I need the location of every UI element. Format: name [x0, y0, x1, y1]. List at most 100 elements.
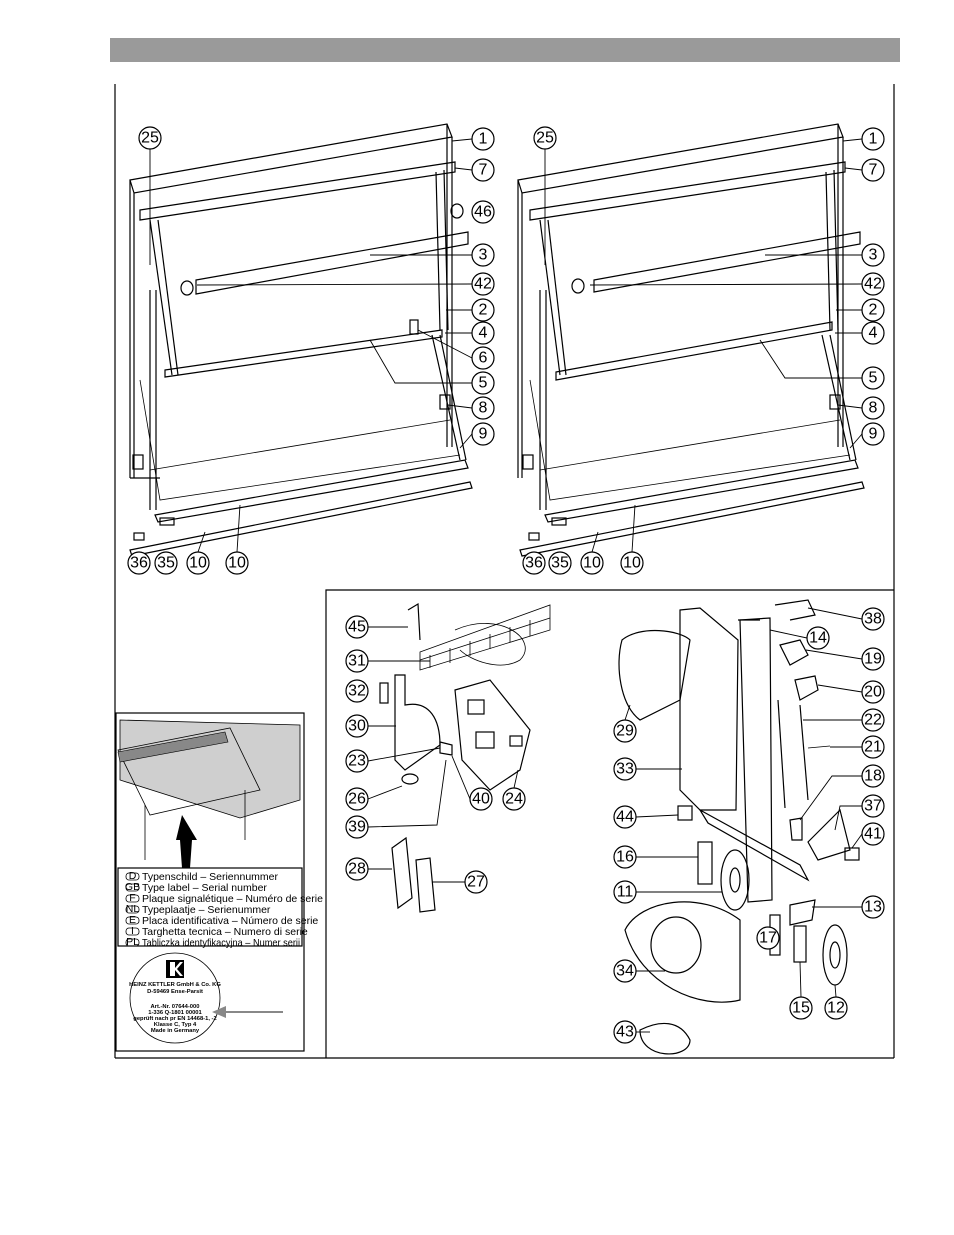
svg-text:3: 3: [479, 247, 488, 264]
svg-text:44: 44: [616, 809, 634, 826]
svg-text:22: 22: [864, 712, 882, 729]
callout-30: 30: [345, 714, 369, 738]
left-callout-10a: 10: [186, 551, 210, 575]
svg-text:17: 17: [759, 930, 777, 947]
svg-text:Klasse C, Typ 4: Klasse C, Typ 4: [154, 1022, 197, 1028]
right-callout-25: 25: [533, 126, 557, 150]
svg-text:14: 14: [809, 630, 827, 647]
svg-text:geprüft nach pr EN 14468-1, -2: geprüft nach pr EN 14468-1, -2: [133, 1016, 216, 1022]
callout-41: 41: [861, 822, 885, 846]
svg-text:1-336 Q-1801 00001: 1-336 Q-1801 00001: [148, 1010, 202, 1016]
left-callout-4: 4: [471, 321, 495, 345]
svg-text:36: 36: [130, 555, 148, 572]
svg-text:9: 9: [869, 426, 878, 443]
callout-27: 27: [464, 870, 488, 894]
type-label-line-nl: Typeplaatje – Serienummer: [142, 904, 271, 916]
type-label-line-pl: Tabliczka identyfikacyjna – Numer serii: [142, 937, 300, 949]
type-label-line-fr: Plaque signalétique – Numéro de serie: [142, 893, 323, 905]
svg-text:13: 13: [864, 899, 882, 916]
type-label-line-es: Placa identificativa – Número de serie: [142, 915, 318, 927]
right-callout-4: 4: [861, 321, 885, 345]
serial-number-seal: HEINZ KETTLER GmbH & Co. KG D-59469 Ense…: [129, 952, 283, 1044]
svg-text:42: 42: [474, 276, 492, 293]
right-callout-2: 2: [861, 298, 885, 322]
callout-37: 37: [861, 794, 885, 818]
left-callout-35: 35: [154, 551, 178, 575]
svg-text:2: 2: [479, 302, 488, 319]
left-callout-5: 5: [471, 371, 495, 395]
left-callout-7: 7: [471, 158, 495, 182]
svg-text:35: 35: [551, 555, 569, 572]
right-callout-1: 1: [861, 127, 885, 151]
detail-callouts: 45 31 32 30 23 26 39 40 24 28 27 29 33 4…: [345, 607, 885, 1044]
svg-text:15: 15: [792, 1000, 810, 1017]
callout-31: 31: [345, 649, 369, 673]
svg-text:46: 46: [474, 204, 492, 221]
right-callout-9: 9: [861, 422, 885, 446]
svg-text:Made in Germany: Made in Germany: [151, 1028, 200, 1034]
svg-text:NL: NL: [126, 903, 140, 915]
svg-text:12: 12: [827, 1000, 845, 1017]
left-callout-3: 3: [471, 243, 495, 267]
svg-text:27: 27: [467, 874, 485, 891]
type-label-line-gb: Type label – Serial number: [142, 882, 267, 894]
lang-code-E: E: [125, 914, 140, 926]
svg-text:8: 8: [869, 400, 878, 417]
callout-21: 21: [861, 735, 885, 759]
svg-text:37: 37: [864, 798, 882, 815]
callout-40: 40: [469, 787, 493, 811]
callout-18: 18: [861, 764, 885, 788]
left-callout-6: 6: [471, 346, 495, 370]
outer-frame: [114, 84, 895, 1059]
callout-26: 26: [345, 787, 369, 811]
callout-44: 44: [613, 805, 637, 829]
svg-text:10: 10: [228, 555, 246, 572]
svg-text:26: 26: [348, 791, 366, 808]
callout-28: 28: [345, 857, 369, 881]
svg-text:18: 18: [864, 768, 882, 785]
svg-text:Art.-Nr. 07644-000: Art.-Nr. 07644-000: [151, 1004, 200, 1010]
svg-text:20: 20: [864, 684, 882, 701]
svg-text:23: 23: [348, 753, 366, 770]
callout-45: 45: [345, 615, 369, 639]
left-callout-25: 25: [138, 126, 162, 150]
lang-code-GB: GB: [125, 881, 140, 893]
svg-text:41: 41: [864, 826, 882, 843]
svg-text:28: 28: [348, 861, 366, 878]
svg-text:25: 25: [141, 130, 159, 147]
callout-12: 12: [824, 996, 848, 1020]
callout-43: 43: [613, 1020, 637, 1044]
svg-text:42: 42: [864, 276, 882, 293]
right-callout-3: 3: [861, 243, 885, 267]
left-callout-10b: 10: [225, 551, 249, 575]
net-post-detail-drawing: [379, 602, 551, 913]
callout-17: 17: [756, 926, 780, 950]
svg-text:38: 38: [864, 611, 882, 628]
callout-39: 39: [345, 815, 369, 839]
svg-text:35: 35: [157, 555, 175, 572]
right-callout-35: 35: [548, 551, 572, 575]
type-label-line-de: Typenschild – Seriennummer: [142, 871, 278, 883]
right-callout-8: 8: [861, 396, 885, 420]
svg-text:40: 40: [472, 791, 490, 808]
svg-text:1: 1: [479, 131, 488, 148]
svg-text:25: 25: [536, 130, 554, 147]
svg-text:F: F: [129, 892, 135, 904]
right-callout-36: 36: [522, 551, 546, 575]
leg-frame-detail-drawing: [618, 599, 860, 1055]
lang-code-I: I: [125, 925, 140, 937]
svg-text:PL: PL: [126, 936, 139, 948]
right-callouts: 25 1 7 3 42 2 4 5 8 9 36 35 10 10: [522, 126, 885, 575]
type-label-inset: [115, 712, 305, 1052]
svg-text:11: 11: [617, 884, 634, 901]
callout-11: 11: [613, 880, 637, 904]
callout-13: 13: [861, 895, 885, 919]
svg-text:4: 4: [479, 325, 488, 342]
lang-code-F: F: [125, 892, 140, 904]
type-label-line-it: Targhetta tecnica – Numero di serie: [142, 926, 308, 938]
callout-24: 24: [502, 787, 526, 811]
left-callout-42: 42: [471, 272, 495, 296]
svg-text:31: 31: [348, 653, 366, 670]
lang-code-D: D: [125, 870, 140, 882]
